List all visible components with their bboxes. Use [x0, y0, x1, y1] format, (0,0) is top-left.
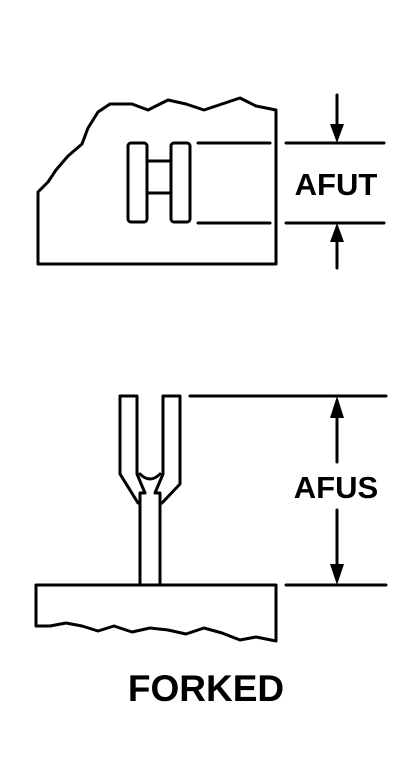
afus-dimension — [188, 394, 388, 587]
afut-label: AFUT — [295, 167, 378, 202]
top-block-outline — [36, 96, 278, 266]
afus-arrow-top-icon — [330, 396, 344, 418]
slot-left-prong — [126, 141, 149, 224]
fork-right-tine — [153, 394, 182, 587]
fork-left-tine — [118, 394, 147, 587]
side-view — [34, 394, 278, 643]
afus-arrow-bottom-icon — [330, 564, 344, 585]
afut-arrow-bottom-icon — [330, 223, 344, 242]
fork-throat-curve — [138, 472, 162, 481]
afut-arrow-top-icon — [330, 124, 344, 143]
slot-right-prong — [169, 141, 192, 224]
afus-label: AFUS — [294, 470, 378, 505]
base-block-outline — [34, 583, 278, 643]
top-view — [36, 96, 278, 266]
afut-dimension — [284, 93, 386, 270]
figure-caption: FORKED — [128, 668, 284, 709]
